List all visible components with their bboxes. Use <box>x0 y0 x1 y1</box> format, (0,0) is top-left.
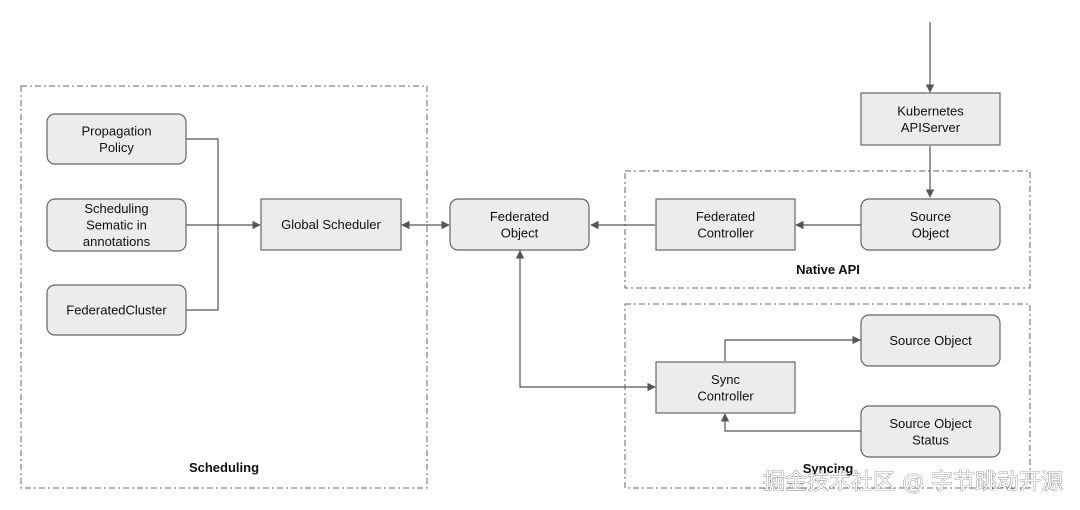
native-api-group-box <box>624 170 1031 289</box>
connectors <box>186 22 935 432</box>
source-object-native-node-label: Object <box>912 225 950 240</box>
source-object-sync-node: Source Object <box>860 314 1001 367</box>
global-scheduler-node: Global Scheduler <box>260 198 402 251</box>
kubernetes-apiserver-node-label: Kubernetes <box>897 103 964 118</box>
source-object-status-node-label: Source Object <box>889 416 972 431</box>
scheduling-group-box <box>20 85 428 489</box>
source-object-sync-node-box <box>860 314 1001 367</box>
source-object-sync-node-label: Source Object <box>889 333 972 348</box>
source-object-status-node-box <box>860 405 1001 458</box>
scheduling-sematic-node-label: Sematic in <box>86 218 147 233</box>
edge-status-to-sync <box>720 413 861 432</box>
federated-controller-node-box <box>655 198 796 251</box>
scheduling-sematic-node-box <box>46 198 187 252</box>
scheduling-group-label: Scheduling <box>189 460 259 475</box>
federated-cluster-node: FederatedCluster <box>46 284 187 336</box>
edge-cluster-to-scheduler <box>186 225 219 311</box>
sync-controller-node-label: Controller <box>697 388 754 403</box>
federated-object-node-label: Federated <box>490 209 549 224</box>
source-object-native-node-label: Source <box>910 209 951 224</box>
source-object-native-node-box <box>860 198 1001 251</box>
federated-controller-node-label: Controller <box>697 225 754 240</box>
propagation-policy-node-box <box>46 113 187 165</box>
federated-object-node-box <box>449 198 590 251</box>
edge-federated-object-sync-controller <box>515 250 656 392</box>
scheduling-sematic-node-label: annotations <box>83 234 151 249</box>
global-scheduler-node-box <box>260 198 402 251</box>
federated-controller-node-label: Federated <box>696 209 755 224</box>
native-api-group-label: Native API <box>796 262 860 277</box>
edge-sync-to-source-object <box>724 335 861 361</box>
watermark-text: 掘金技术社区 @ 字节跳动开源 <box>763 470 1063 495</box>
syncing-group-label: Syncing <box>803 461 854 476</box>
kubernetes-apiserver-node-label: APIServer <box>901 120 961 135</box>
propagation-policy-node-label: Propagation <box>81 123 151 138</box>
kubernetes-apiserver-node-box <box>860 92 1001 146</box>
sync-controller-node-box <box>655 361 796 414</box>
sync-controller-node-label: Sync <box>711 372 740 387</box>
federated-cluster-node-box <box>46 284 187 336</box>
federated-object-node-label: Object <box>501 225 539 240</box>
propagation-policy-node-label: Policy <box>99 140 134 155</box>
global-scheduler-node-label: Global Scheduler <box>281 217 381 232</box>
source-object-status-node-label: Status <box>912 432 949 447</box>
edge-policy-to-scheduler <box>186 138 219 225</box>
federated-cluster-node-label: FederatedCluster <box>66 303 167 318</box>
scheduling-sematic-node-label: Scheduling <box>84 201 148 216</box>
